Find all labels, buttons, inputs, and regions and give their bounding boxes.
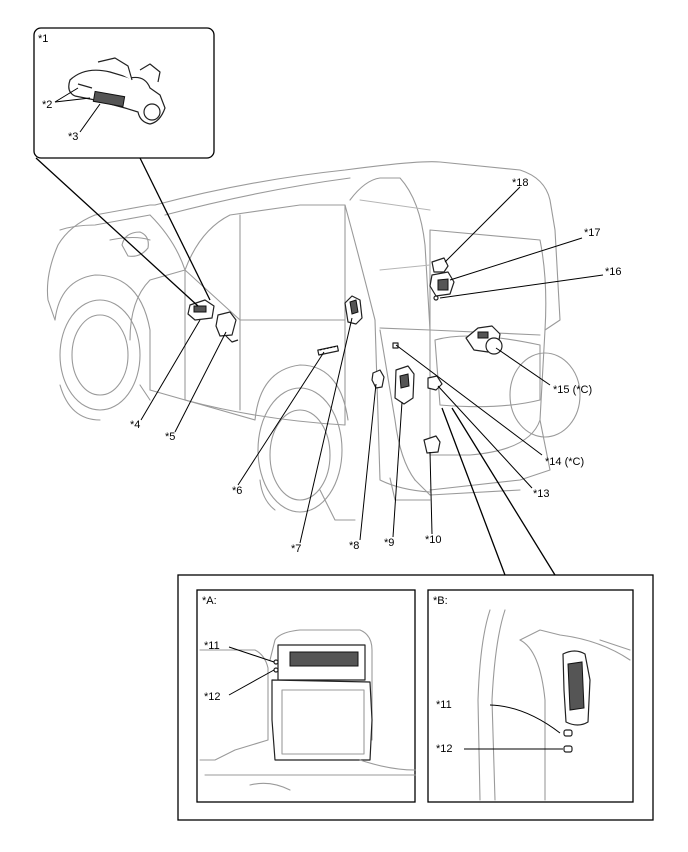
vehicle-outline — [46, 161, 581, 521]
part-door-lock-5 — [215, 311, 239, 343]
part-latch-stack-16-17-18 — [429, 257, 455, 301]
label-7: *7 — [291, 543, 301, 555]
label-10: *10 — [425, 534, 442, 546]
view-a — [196, 589, 416, 803]
label-5: *5 — [165, 431, 175, 443]
label-17: *17 — [584, 227, 601, 239]
callout-labels: *1 *2 *3 *4 *5 *6 *7 *8 *9 *10 *13 *14 (… — [38, 33, 622, 755]
label-4: *4 — [130, 419, 140, 431]
part-motor-15 — [465, 325, 503, 355]
part-door-handle-4 — [187, 299, 215, 321]
label-15: *15 (*C) — [553, 384, 592, 396]
view-b — [427, 589, 634, 803]
label-6: *6 — [232, 485, 242, 497]
view-b-title: *B: — [433, 595, 448, 607]
label-2: *2 — [42, 99, 52, 111]
label-3: *3 — [68, 131, 78, 143]
label-1: *1 — [38, 33, 48, 45]
part-bracket-8 — [371, 369, 385, 389]
part-connector-14 — [392, 342, 399, 349]
part-ecu-7 — [344, 295, 363, 325]
part-antenna-10 — [423, 435, 441, 454]
part-antenna-6 — [317, 345, 340, 356]
label-13: *13 — [533, 488, 550, 500]
inset-1 — [33, 27, 215, 307]
view-a-title: *A: — [202, 595, 217, 607]
label-8: *8 — [349, 540, 359, 552]
label-11-view-a: *11 — [204, 640, 220, 652]
leader-lines — [54, 87, 604, 750]
label-9: *9 — [384, 537, 394, 549]
label-11-view-b: *11 — [436, 699, 452, 711]
label-14: *14 (*C) — [545, 456, 584, 468]
label-12-view-a: *12 — [204, 691, 221, 703]
label-16: *16 — [605, 266, 622, 278]
label-12-view-b: *12 — [436, 743, 453, 755]
part-module-9 — [394, 365, 415, 405]
label-18: *18 — [512, 177, 529, 189]
